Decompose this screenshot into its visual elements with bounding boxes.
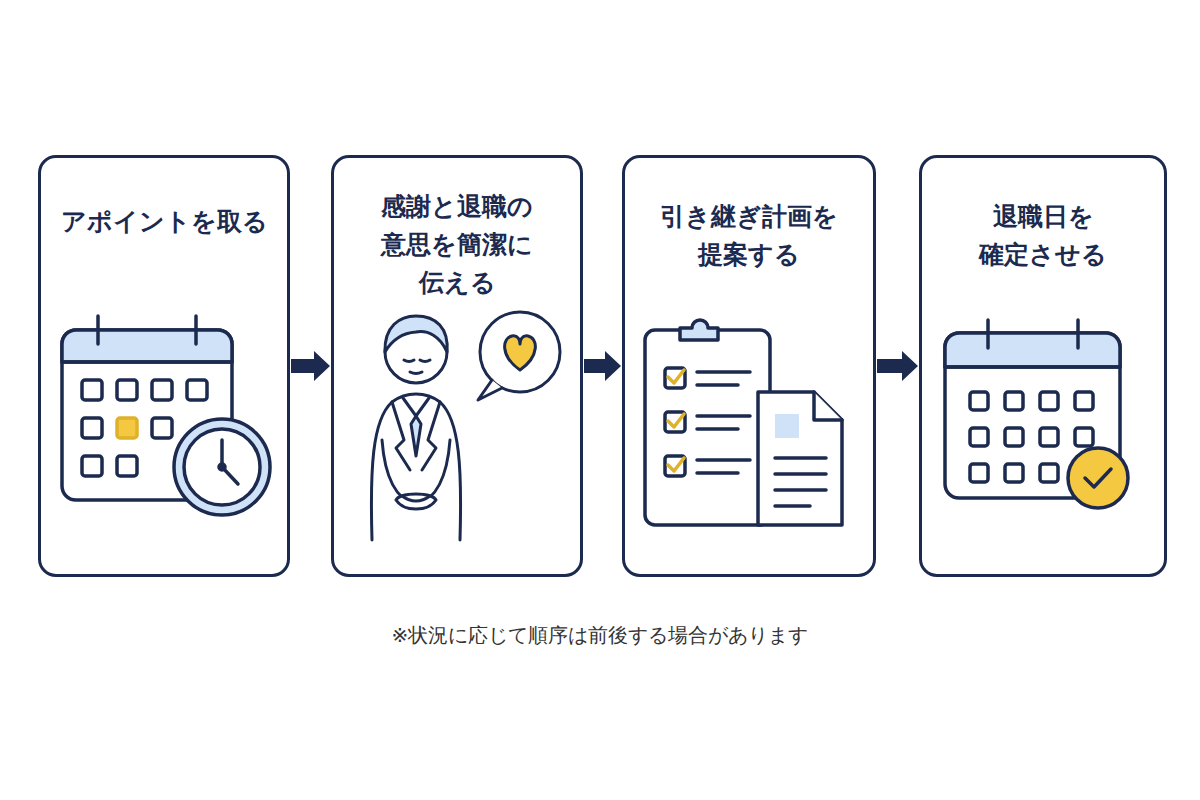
step-box: 感謝と退職の 意思を簡潔に 伝える: [331, 155, 583, 577]
step-box: 引き継ぎ計画を 提案する: [622, 155, 876, 577]
flow-arrow: [877, 351, 918, 381]
flow-arrow: [584, 351, 621, 381]
step-title: 感謝と退職の 意思を簡潔に 伝える: [334, 188, 580, 302]
step-title: 引き継ぎ計画を 提案する: [625, 198, 873, 274]
flow-arrow: [291, 351, 330, 381]
step-title: 退職日を 確定させる: [922, 198, 1164, 274]
step-box: 退職日を 確定させる: [919, 155, 1167, 577]
step-box: アポイントを取る: [38, 155, 290, 577]
note-caption: ※状況に応じて順序は前後する場合があります: [0, 622, 1200, 649]
step-title: アポイントを取る: [41, 203, 287, 241]
